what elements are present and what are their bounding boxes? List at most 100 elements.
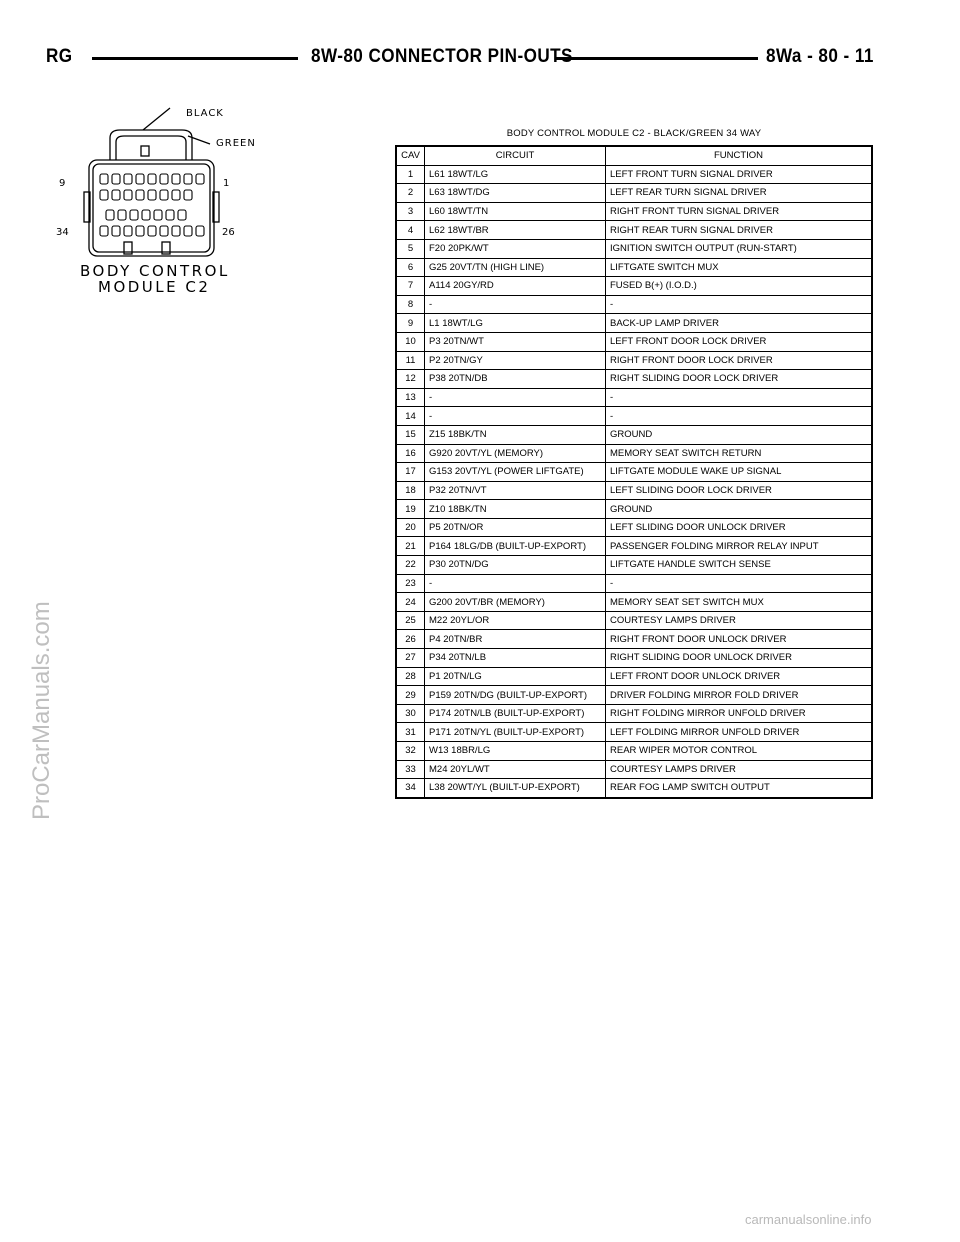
- cav-cell: 7: [395, 276, 425, 296]
- function-cell: DRIVER FOLDING MIRROR FOLD DRIVER: [605, 685, 873, 705]
- watermark-vertical: ProCarManuals.com: [28, 601, 55, 820]
- cav-cell: 29: [395, 685, 425, 705]
- connector-name-line2: MODULE C2: [98, 278, 210, 296]
- cav-cell: 21: [395, 536, 425, 557]
- circuit-cell: P3 20TN/WT: [424, 331, 606, 352]
- cav-cell: 22: [395, 555, 425, 575]
- function-cell: LEFT FOLDING MIRROR UNFOLD DRIVER: [605, 722, 873, 742]
- watermark-bottom: carmanualsonline.info: [745, 1212, 872, 1227]
- cav-cell: 17: [395, 462, 425, 482]
- cav-cell: 18: [395, 480, 425, 501]
- circuit-cell: L61 18WT/LG: [424, 164, 606, 185]
- function-cell: FUSED B(+) (I.O.D.): [605, 276, 873, 296]
- pin-label-1: 1: [223, 178, 229, 189]
- circuit-cell: P32 20TN/VT: [424, 480, 606, 501]
- circuit-cell: P38 20TN/DB: [424, 369, 606, 389]
- cav-cell: 19: [395, 499, 425, 519]
- connector-name-line1: BODY CONTROL: [80, 262, 230, 280]
- function-cell: -: [605, 294, 873, 315]
- circuit-cell: Z10 18BK/TN: [424, 499, 606, 519]
- circuit-cell: M22 20YL/OR: [424, 610, 606, 631]
- circuit-cell: F20 20PK/WT: [424, 238, 606, 259]
- table-row: 23--: [395, 573, 873, 594]
- header-rule-left: [92, 57, 298, 60]
- circuit-cell: P164 18LG/DB (BUILT-UP-EXPORT): [424, 536, 606, 557]
- header-section-code: RG: [46, 46, 73, 67]
- function-cell: PASSENGER FOLDING MIRROR RELAY INPUT: [605, 536, 873, 557]
- cav-cell: 6: [395, 257, 425, 278]
- pin-label-26: 26: [222, 227, 235, 238]
- function-cell: RIGHT FRONT DOOR LOCK DRIVER: [605, 350, 873, 371]
- function-cell: GROUND: [605, 424, 873, 445]
- function-cell: RIGHT REAR TURN SIGNAL DRIVER: [605, 220, 873, 240]
- circuit-cell: -: [424, 294, 606, 315]
- table-row: 13--: [395, 387, 873, 408]
- function-cell: -: [605, 387, 873, 408]
- cav-cell: 13: [395, 387, 425, 408]
- function-cell: LEFT FRONT DOOR LOCK DRIVER: [605, 331, 873, 352]
- header-page-number: 8Wa - 80 - 11: [766, 46, 874, 67]
- function-cell: LIFTGATE MODULE WAKE UP SIGNAL: [605, 462, 873, 482]
- header-function: FUNCTION: [605, 145, 873, 166]
- function-cell: MEMORY SEAT SWITCH RETURN: [605, 443, 873, 464]
- connector-body: [88, 159, 215, 257]
- circuit-cell: L60 18WT/TN: [424, 201, 606, 222]
- cav-cell: 8: [395, 294, 425, 315]
- function-cell: LEFT SLIDING DOOR UNLOCK DRIVER: [605, 517, 873, 538]
- function-cell: LIFTGATE HANDLE SWITCH SENSE: [605, 555, 873, 575]
- circuit-cell: P159 20TN/DG (BUILT-UP-EXPORT): [424, 685, 606, 705]
- circuit-cell: G153 20VT/YL (POWER LIFTGATE): [424, 462, 606, 482]
- circuit-cell: G200 20VT/BR (MEMORY): [424, 592, 606, 612]
- function-cell: REAR FOG LAMP SWITCH OUTPUT: [605, 778, 873, 799]
- function-cell: -: [605, 573, 873, 594]
- circuit-cell: L1 18WT/LG: [424, 313, 606, 333]
- circuit-cell: Z15 18BK/TN: [424, 424, 606, 445]
- header-title: 8W-80 CONNECTOR PIN-OUTS: [311, 46, 573, 67]
- circuit-cell: G920 20VT/YL (MEMORY): [424, 443, 606, 464]
- cav-cell: 27: [395, 648, 425, 668]
- function-cell: LEFT FRONT TURN SIGNAL DRIVER: [605, 164, 873, 185]
- header-rule-right: [555, 57, 758, 60]
- function-cell: COURTESY LAMPS DRIVER: [605, 759, 873, 780]
- function-cell: RIGHT FRONT DOOR UNLOCK DRIVER: [605, 629, 873, 650]
- circuit-cell: P1 20TN/LG: [424, 666, 606, 687]
- function-cell: IGNITION SWITCH OUTPUT (RUN-START): [605, 238, 873, 259]
- pin-label-34: 34: [56, 227, 69, 238]
- cav-cell: 1: [395, 164, 425, 185]
- function-cell: REAR WIPER MOTOR CONTROL: [605, 741, 873, 761]
- cav-cell: 16: [395, 443, 425, 464]
- cav-cell: 5: [395, 238, 425, 259]
- cav-cell: 9: [395, 313, 425, 333]
- cav-cell: 20: [395, 517, 425, 538]
- cav-cell: 11: [395, 350, 425, 371]
- cav-cell: 3: [395, 201, 425, 222]
- table-row: 8--: [395, 294, 873, 315]
- page-header: RG 8W-80 CONNECTOR PIN-OUTS 8Wa - 80 - 1…: [0, 40, 960, 76]
- pin-label-9: 9: [59, 178, 65, 189]
- circuit-cell: M24 20YL/WT: [424, 759, 606, 780]
- circuit-cell: -: [424, 573, 606, 594]
- function-cell: LEFT FRONT DOOR UNLOCK DRIVER: [605, 666, 873, 687]
- header-circuit: CIRCUIT: [424, 145, 606, 166]
